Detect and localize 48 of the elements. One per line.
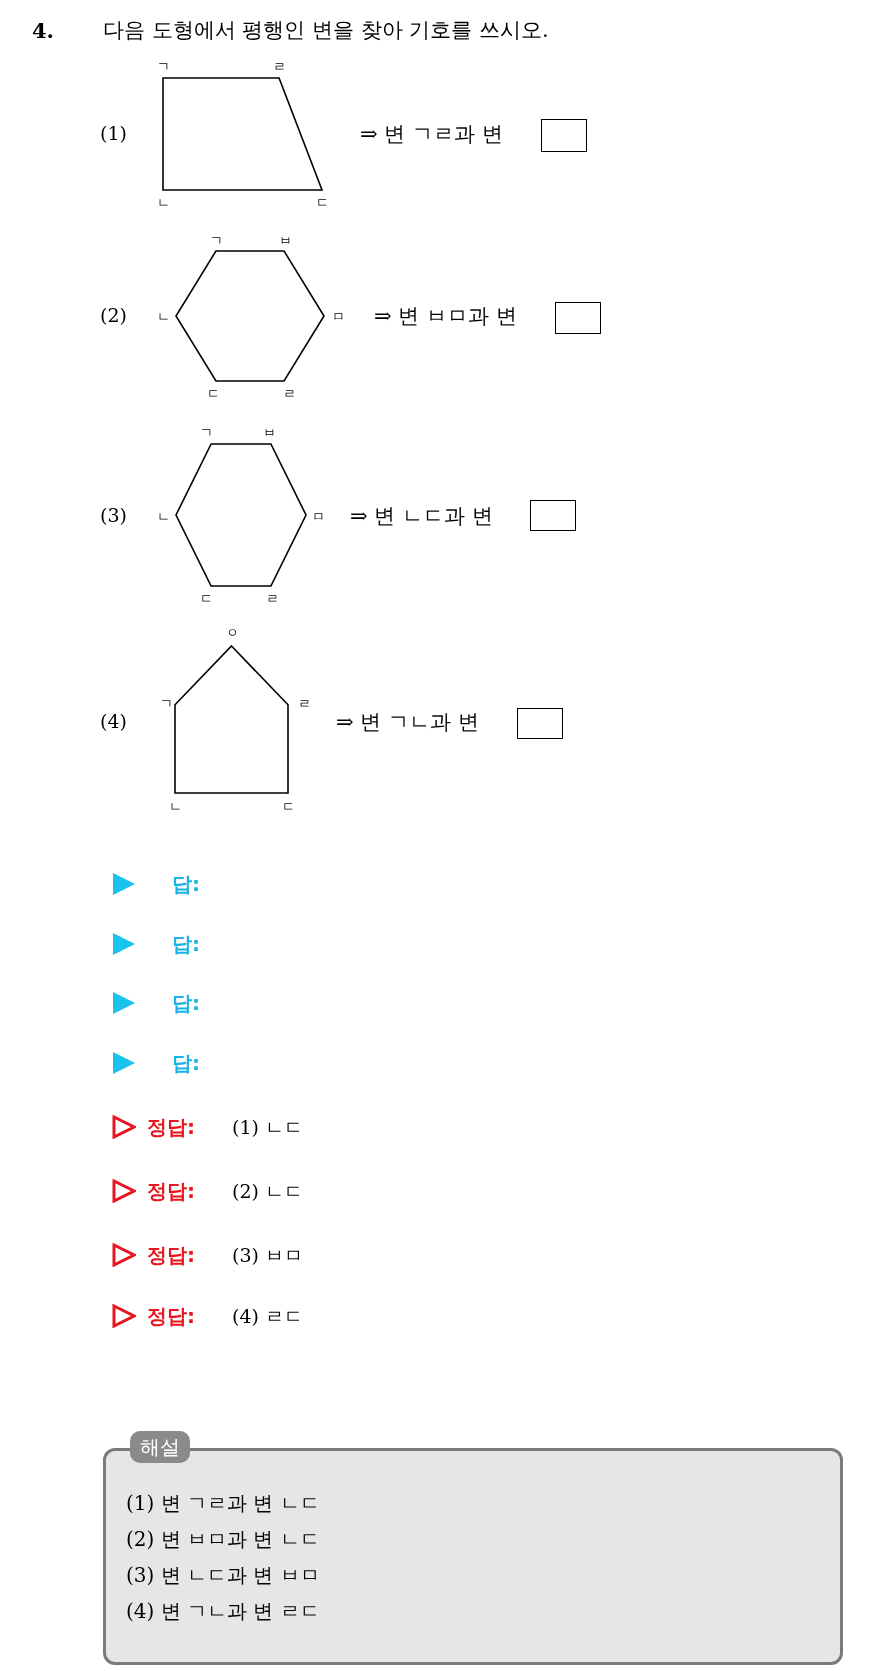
answer-label: 답: [172,934,200,954]
vertex-label: ㄱ [209,233,223,247]
part-number: (3) [100,506,127,525]
correct-answer: (3) ㅂㅁ [232,1246,303,1265]
correct-answer-label: 정답: [147,1181,195,1201]
correct-answer-label: 정답: [147,1306,195,1326]
hexagon-shape [176,444,306,586]
hexagon-shape [176,251,324,381]
correct-answer: (4) ㄹㄷ [232,1307,303,1326]
vertex-label: ㅂ [278,233,292,247]
vertex-label: ㄴ [156,309,170,323]
vertex-label: ㄴ [156,195,170,209]
vertex-label: ㄹ [297,696,311,710]
vertex-label: ㄹ [272,59,286,73]
vertex-label: ㄱ [159,696,173,710]
vertex-label: ㅁ [311,509,325,523]
correct-answer: (1) ㄴㄷ [232,1118,303,1137]
explanation-line: (2) 변 ㅂㅁ과 변 ㄴㄷ [126,1529,320,1549]
vertex-label: ㅁ [331,309,345,323]
vertex-label: ㄷ [281,799,295,813]
vertex-label: ㄷ [206,386,220,400]
vertex-label: ㄷ [199,591,213,605]
vertex-label: ㄱ [156,59,170,73]
question-number: 4. [32,20,54,41]
question-text: 다음 도형에서 평행인 변을 찾아 기호를 쓰시오. [103,20,549,41]
part-number: (4) [100,712,127,731]
vertex-label: ㄴ [168,799,182,813]
trapezoid-shape [163,78,322,190]
vertex-label: ㄴ [156,509,170,523]
heading-tab: 해설 [130,1431,190,1463]
vertex-label: ㄷ [315,195,329,209]
vertex-label: ㅂ [262,425,276,439]
explanation-line: (4) 변 ㄱㄴ과 변 ㄹㄷ [126,1601,320,1621]
answer-label: 답: [172,993,200,1013]
vertex-label: ㄱ [199,425,213,439]
part-number: (2) [100,306,127,325]
pentagon-shape [175,646,288,793]
answer-label: 답: [172,1053,200,1073]
vertex-label: ㅇ [225,625,239,639]
part-number: (1) [100,124,127,143]
correct-answer-label: 정답: [147,1117,195,1137]
correct-answer-label: 정답: [147,1245,195,1265]
vertex-label: ㄹ [282,386,296,400]
answer-label: 답: [172,874,200,894]
vertex-label: ㄹ [265,591,279,605]
correct-answer: (2) ㄴㄷ [232,1182,303,1201]
explanation-line: (3) 변 ㄴㄷ과 변 ㅂㅁ [126,1565,320,1585]
explanation-line: (1) 변 ㄱㄹ과 변 ㄴㄷ [126,1493,320,1513]
